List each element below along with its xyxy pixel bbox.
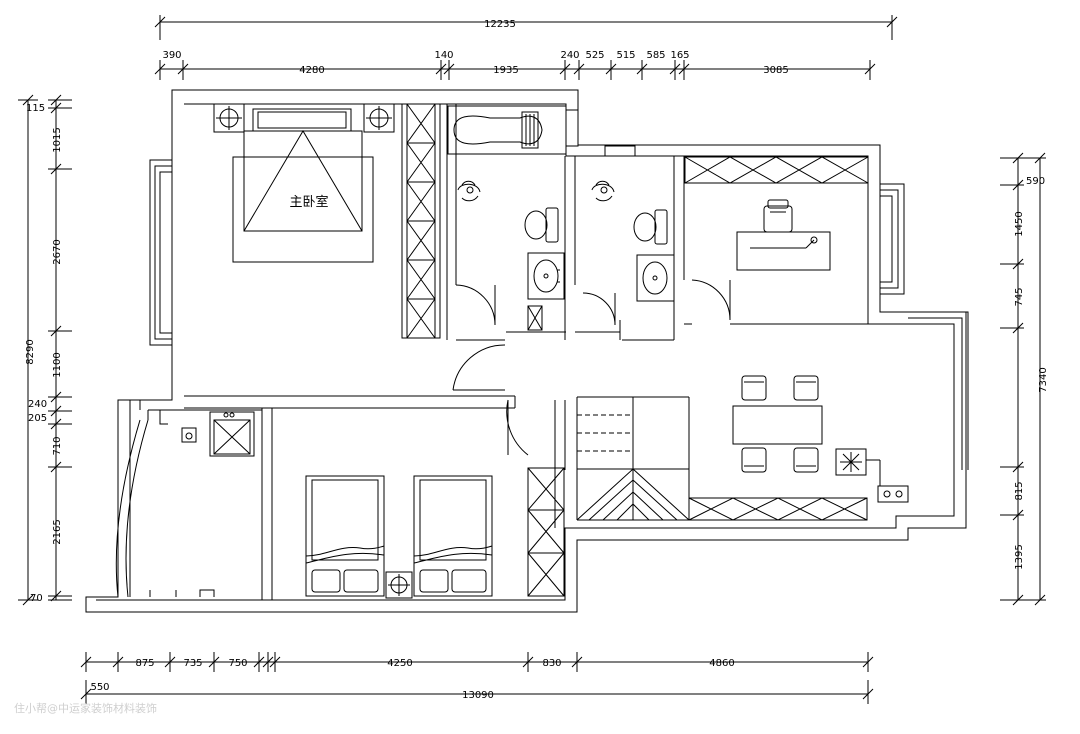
toilet-icon: [633, 209, 668, 245]
dim-bottom-seg: 875: [135, 658, 154, 669]
master-bedroom: [213, 103, 441, 339]
bed-icon: [305, 475, 385, 597]
dim-bottom-seg: 830: [542, 658, 561, 669]
windows: [129, 109, 969, 470]
dining-table-icon: [732, 405, 823, 445]
nightstand-lamp-icon: [363, 103, 395, 133]
dim-right-seg: 590: [1026, 176, 1045, 187]
washing-machine-icon: [209, 411, 255, 457]
dim-top-seg: 1935: [493, 65, 518, 76]
bed-icon: [413, 475, 493, 597]
dim-bottom-first: 550: [90, 682, 109, 693]
dim-bottom-total: 13090: [462, 690, 494, 701]
dim-top-seg: 390: [162, 50, 181, 61]
dim-top-seg: 165: [670, 50, 689, 61]
master-bathroom: [447, 105, 567, 331]
plant-icon: [835, 448, 867, 476]
dim-left-seg: 2670: [52, 239, 63, 264]
dim-top-seg: 4280: [299, 65, 324, 76]
dim-top-total: 12235: [484, 19, 516, 30]
stove-icon: [877, 485, 909, 503]
dim-bottom-seg: 4250: [387, 658, 412, 669]
nightstand-lamp-icon: [385, 571, 413, 599]
dim-left-seg: 2165: [52, 519, 63, 544]
shower-icon: [457, 180, 481, 202]
dim-top-seg: 240: [560, 50, 579, 61]
bathtub-icon: [447, 105, 567, 155]
walls: [85, 89, 967, 613]
dimension-right: [1000, 152, 1046, 606]
dim-left-seg: 240: [28, 399, 47, 410]
dimension-left: [18, 94, 72, 606]
balcony-laundry: [115, 409, 262, 598]
dining-area: [688, 375, 909, 521]
dim-left-seg: 115: [26, 103, 45, 114]
dim-top-seg: 3085: [763, 65, 788, 76]
dim-left-seg: 710: [52, 436, 63, 455]
kids-bedroom: [305, 475, 493, 599]
chair-icon: [793, 447, 819, 473]
dimension-bottom: [80, 652, 874, 704]
dim-bottom-seg: 750: [228, 658, 247, 669]
chair-icon: [741, 375, 767, 401]
dim-top-seg: 515: [616, 50, 635, 61]
sink-icon: [527, 252, 565, 300]
staircase: [576, 396, 690, 521]
dim-right-seg: 745: [1014, 287, 1025, 306]
room-label-master-bedroom: 主卧室: [289, 194, 328, 210]
desk-icon: [736, 231, 831, 271]
sink-icon: [636, 254, 675, 302]
dim-right-seg: 1395: [1014, 544, 1025, 569]
study-room: [684, 156, 869, 321]
dim-left-seg: 70: [30, 593, 43, 604]
dim-left-seg: 205: [28, 413, 47, 424]
chair-icon: [763, 199, 793, 233]
dim-right-seg: 815: [1014, 481, 1025, 500]
dim-top-seg: 585: [646, 50, 665, 61]
nightstand-lamp-icon: [213, 103, 245, 133]
chair-icon: [741, 447, 767, 473]
corridor-doors: [452, 344, 565, 597]
dim-right-total: 7340: [1038, 367, 1049, 392]
shower-icon: [591, 180, 615, 202]
second-bathroom: [582, 180, 675, 326]
dim-left-total: 8290: [25, 339, 36, 364]
dim-bottom-seg: 735: [183, 658, 202, 669]
dim-left-seg: 1015: [52, 127, 63, 152]
dim-top-seg: 140: [434, 50, 453, 61]
dim-top-seg: 525: [585, 50, 604, 61]
dim-bottom-seg: 4860: [709, 658, 734, 669]
dim-left-seg: 1100: [52, 352, 63, 377]
dim-right-seg: 1450: [1014, 211, 1025, 236]
watermark: 住小帮@中运家装饰材料装饰: [14, 702, 157, 715]
chair-icon: [793, 375, 819, 401]
dimension-top: [154, 15, 898, 80]
toilet-icon: [524, 207, 559, 243]
